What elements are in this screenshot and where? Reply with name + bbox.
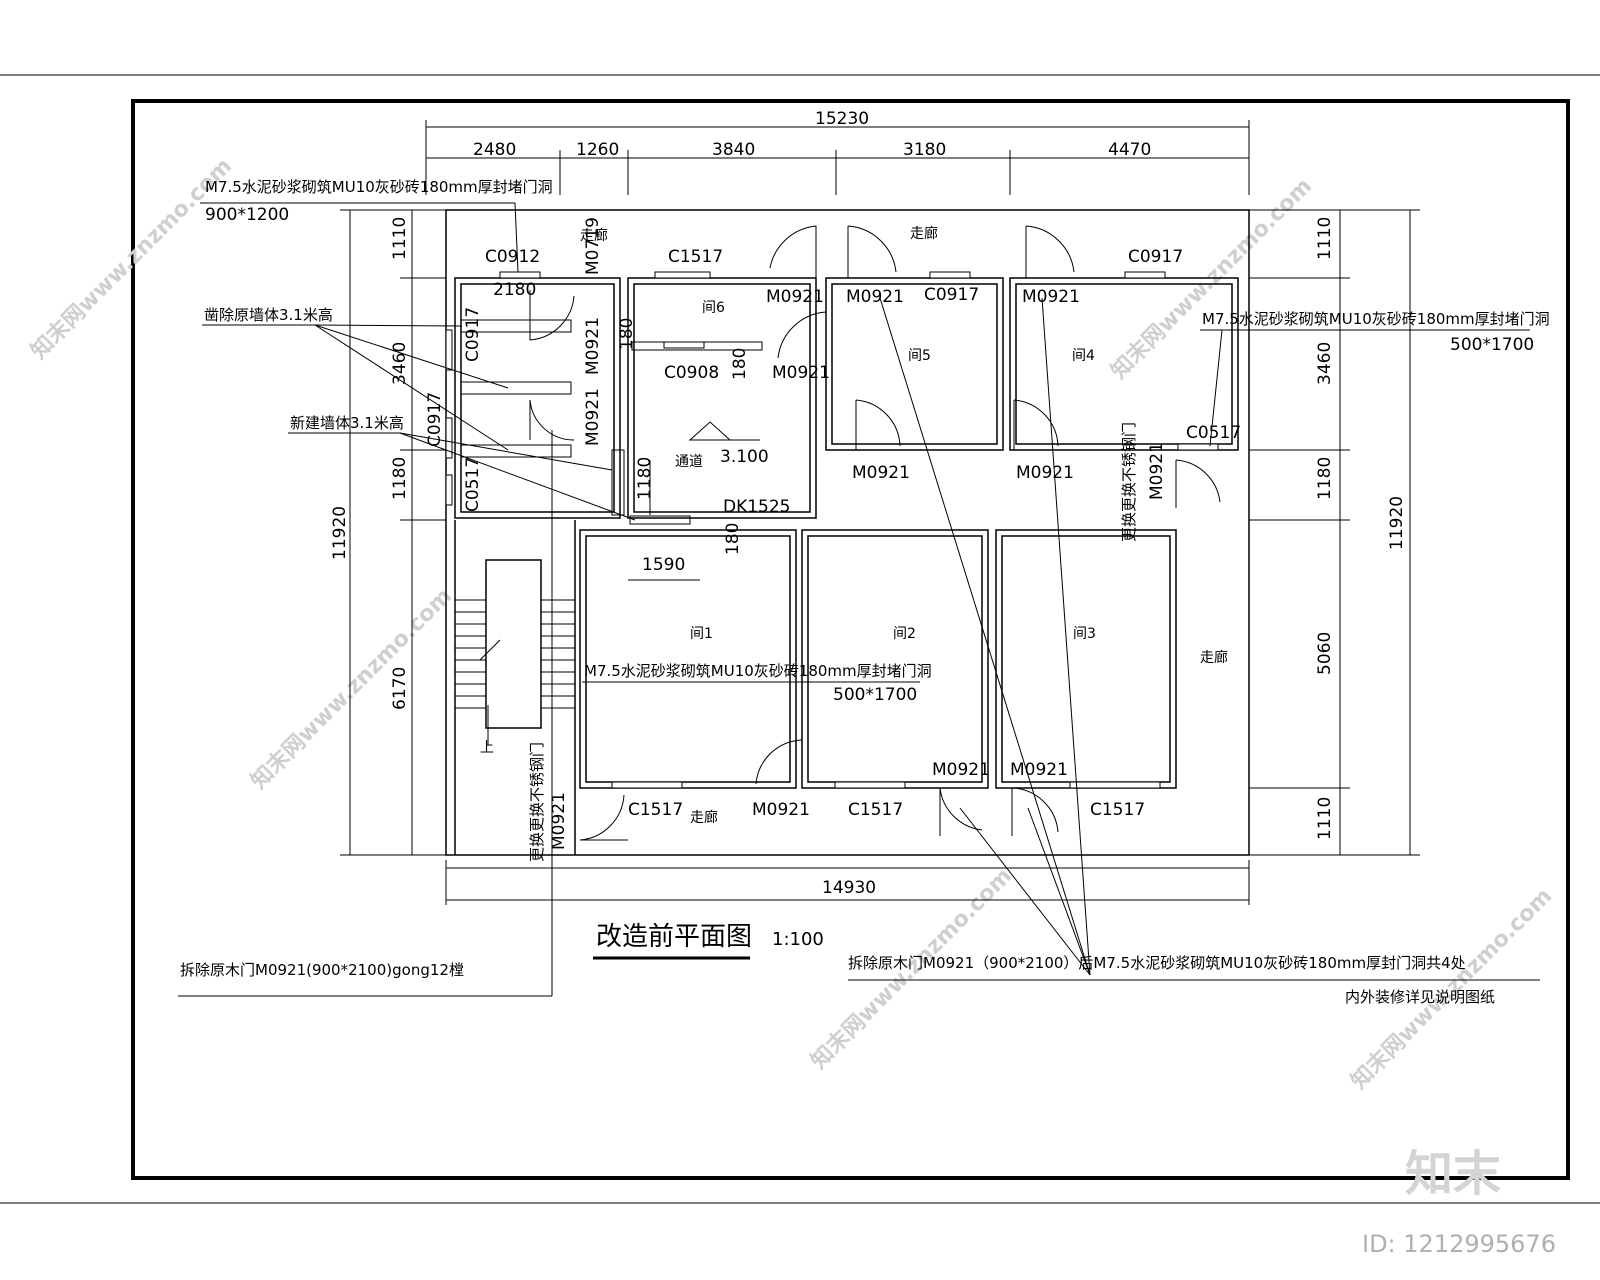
dim-top-seg: 1260	[576, 140, 619, 160]
door-label: M0921	[583, 317, 603, 375]
dim-inner: 180	[617, 318, 637, 350]
window-label: C1517	[668, 247, 723, 267]
drawing-title: 改造前平面图	[596, 922, 752, 952]
room-label-3: 间3	[1073, 626, 1096, 642]
dim-inner: 1590	[642, 555, 685, 575]
door-label: M0921	[1016, 463, 1074, 483]
window-label: C0908	[664, 363, 719, 383]
note-seal-size: 500*1700	[1450, 335, 1534, 355]
dim-top-seg: 2480	[473, 140, 516, 160]
dim-left-seg: 1180	[390, 457, 410, 500]
opening-labels: C0912 C1517 C0917 C0917 C0908 C0517 C151…	[425, 217, 1241, 850]
window-label: C0917	[924, 285, 979, 305]
windows	[445, 271, 1219, 789]
note-seal: M7.5水泥砂浆砌筑MU10灰砂砖180mm厚封堵门洞	[584, 662, 932, 680]
note-replace-door: 更换更换不锈钢门	[1120, 422, 1138, 542]
door-label: M0921	[846, 287, 904, 307]
dim-inner: 2180	[493, 280, 536, 300]
dim-right-seg: 5060	[1315, 632, 1335, 675]
staircase	[455, 599, 575, 745]
door-label: M0921	[583, 388, 603, 446]
dim-right-seg: 1110	[1315, 217, 1335, 260]
door-label: M0921	[752, 800, 810, 820]
door-label: M0719	[583, 217, 603, 275]
opening-label: DK1525	[723, 497, 791, 517]
dim-right-seg: 1180	[1315, 457, 1335, 500]
dim-inner: 180	[723, 523, 743, 555]
note-remove-doors: 拆除原木门M0921(900*2100)gong12樘	[180, 961, 464, 979]
leader-lines	[178, 202, 1540, 997]
room-labels: 间1 间2 间3 间4 间5 间6 走廊 走廊 走廊 走廊 通道 上 3.100	[480, 225, 1228, 826]
brand-logo: 知末	[1405, 1146, 1501, 1202]
window-label: C0517	[463, 457, 483, 512]
door-label: M0921	[549, 792, 569, 850]
note-seal-size: 500*1700	[833, 685, 917, 705]
note-new-wall: 新建墙体3.1米高	[290, 414, 404, 432]
dimension-lines	[340, 120, 1420, 905]
dim-bottom-total: 14930	[822, 878, 876, 898]
note-remove-wall: 凿除原墙体3.1米高	[204, 306, 333, 324]
room-label-6: 间6	[702, 300, 725, 316]
room-label-4: 间4	[1072, 348, 1095, 364]
window-label: C0917	[1128, 247, 1183, 267]
room-label-2: 间2	[893, 626, 916, 642]
door-swings	[529, 225, 1221, 841]
door-label: M0921	[772, 363, 830, 383]
annotation-notes: M7.5水泥砂浆砌筑MU10灰砂砖180mm厚封堵门洞 900*1200 M7.…	[180, 178, 1550, 1006]
door-label: M0921	[1010, 760, 1068, 780]
dim-inner: 180	[730, 348, 750, 380]
image-id: ID: 1212995676	[1362, 1230, 1556, 1258]
door-label: M0921	[1022, 287, 1080, 307]
dim-left-seg: 3460	[390, 342, 410, 385]
watermark: 知末网www.znzmo.com	[246, 583, 457, 794]
walls	[454, 277, 1239, 855]
dim-left-total: 11920	[330, 506, 350, 560]
note-seal: M7.5水泥砂浆砌筑MU10灰砂砖180mm厚封堵门洞	[205, 178, 553, 196]
note-replace-door: 更换更换不锈钢门	[528, 742, 546, 862]
door-label: M0921	[766, 287, 824, 307]
dim-top-seg: 3840	[712, 140, 755, 160]
door-label: M0921	[1147, 442, 1167, 500]
dim-left-seg: 6170	[390, 667, 410, 710]
note-finish: 内外装修详见说明图纸	[1345, 988, 1495, 1006]
dim-top-total: 15230	[815, 109, 869, 129]
room-label-5: 间5	[908, 348, 931, 364]
stair-up-label: 上	[480, 740, 494, 756]
dim-left-seg: 1110	[390, 217, 410, 260]
dim-right-seg: 3460	[1315, 342, 1335, 385]
window-label: C1517	[848, 800, 903, 820]
door-label: M0921	[852, 463, 910, 483]
window-label: C0917	[425, 392, 445, 447]
corridor-label: 走廊	[690, 809, 718, 826]
corridor-label: 走廊	[910, 225, 938, 242]
elevation-label: 3.100	[720, 447, 769, 467]
corridor-label: 走廊	[580, 227, 608, 244]
note-remove-doors: 拆除原木门M0921（900*2100）后M7.5水泥砂浆砌筑MU10灰砂砖18…	[848, 954, 1466, 972]
window-label: C1517	[628, 800, 683, 820]
door-label: M0921	[932, 760, 990, 780]
wall-hatch	[460, 319, 763, 525]
drawing-frame	[131, 99, 1570, 1180]
elevation-marker	[688, 421, 732, 441]
window-label: C0917	[463, 307, 483, 362]
dim-top-seg: 4470	[1108, 140, 1151, 160]
note-seal: M7.5水泥砂浆砌筑MU10灰砂砖180mm厚封堵门洞	[1202, 310, 1550, 328]
window-label: C0517	[1186, 423, 1241, 443]
dimension-labels: 15230 2480 1260 3840 3180 4470 14930 119…	[330, 109, 1407, 898]
dim-right-total: 11920	[1387, 496, 1407, 550]
drawing-scale: 1:100	[772, 929, 824, 950]
building-outline	[445, 209, 1250, 856]
dim-top-seg: 3180	[903, 140, 946, 160]
note-seal-size: 900*1200	[205, 205, 289, 225]
dim-inner: 1180	[635, 457, 655, 500]
dim-right-seg: 1110	[1315, 797, 1335, 840]
corridor-label: 走廊	[1200, 649, 1228, 666]
passage-label: 通道	[675, 454, 703, 470]
window-label: C0912	[485, 247, 540, 267]
window-label: C1517	[1090, 800, 1145, 820]
room-label-1: 间1	[690, 626, 713, 642]
